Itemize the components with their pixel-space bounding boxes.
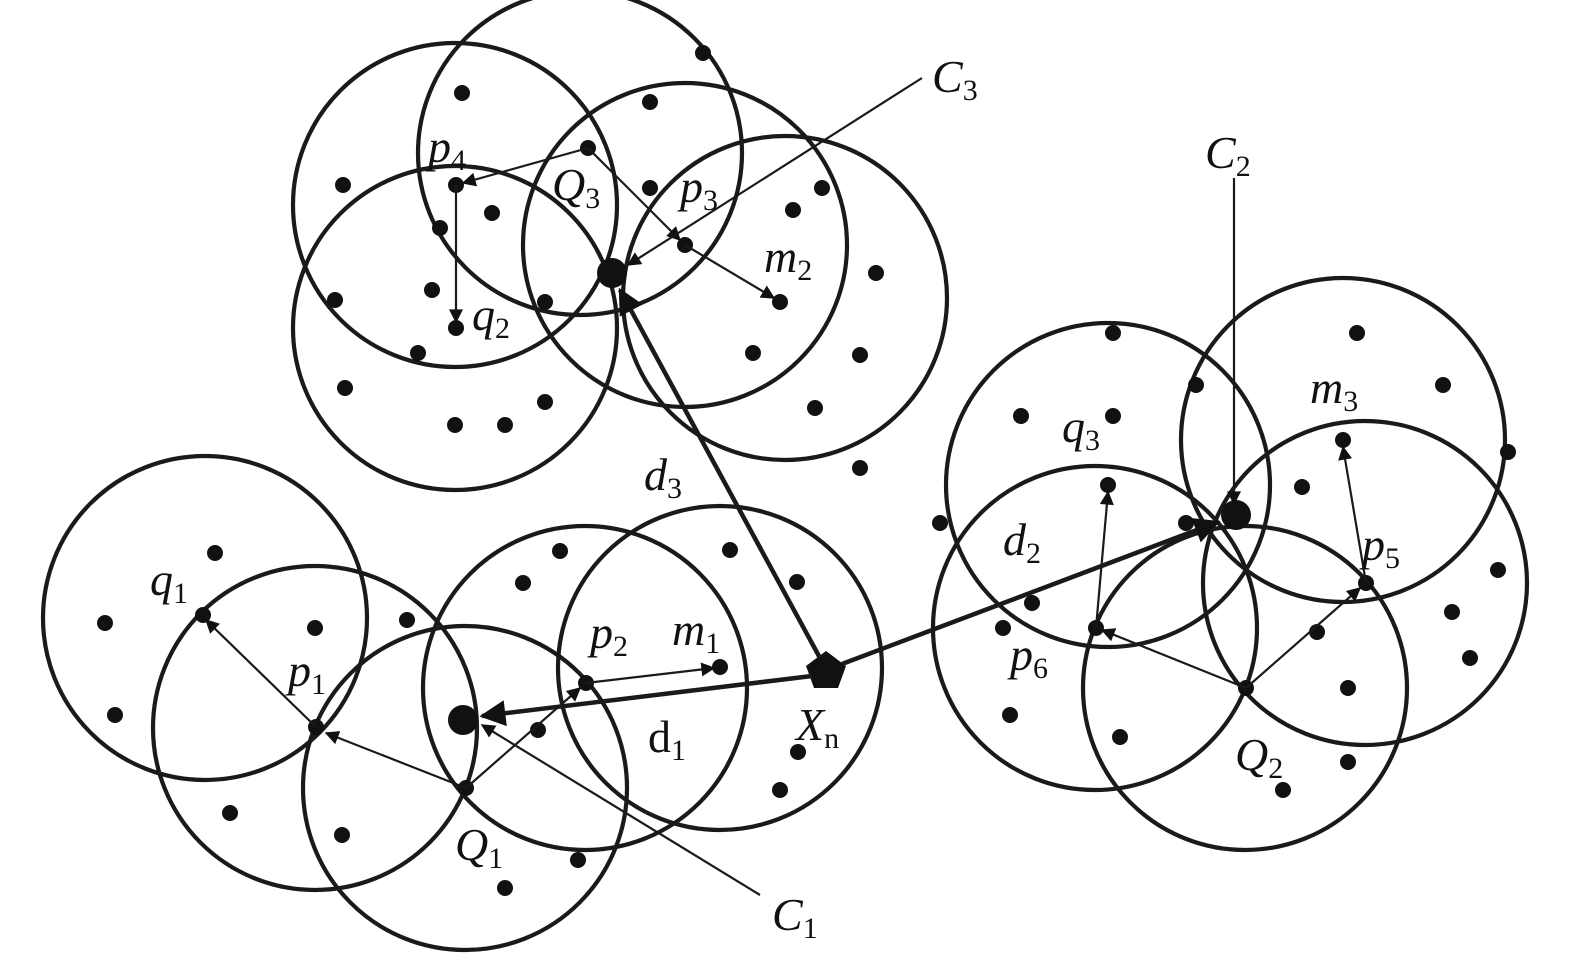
- label-p3: p3: [677, 161, 718, 217]
- neighborhood-circle: [290, 163, 620, 493]
- label-d1: d1: [648, 711, 686, 767]
- label-p2: p2: [587, 607, 628, 663]
- distance-arrow-d1: [479, 673, 813, 727]
- arrow-q2-p6: [1100, 628, 1247, 690]
- label-c2: C2: [1205, 127, 1251, 183]
- arrow-p3-m2: [684, 244, 776, 299]
- arrow-p6-q3: [1094, 490, 1114, 629]
- neighborhood-circle: [943, 320, 1273, 650]
- label-p4: p4: [425, 121, 466, 177]
- data-points: [97, 542, 806, 896]
- query-point-xn: [806, 651, 846, 688]
- neighborhood-circle: [40, 453, 370, 783]
- label-q2-center: Q2: [1235, 729, 1283, 785]
- cluster-1: [40, 453, 885, 953]
- label-c1: C1: [772, 889, 818, 945]
- c1-pointer-line: [480, 724, 761, 896]
- neighborhood-circle: [300, 623, 630, 953]
- label-d3: d3: [644, 449, 682, 505]
- label-q1: q1: [150, 554, 188, 610]
- centroid-c1: [448, 705, 478, 735]
- label-m3: m3: [1310, 362, 1358, 418]
- label-q3-center: Q3: [552, 159, 600, 215]
- neighborhood-circle: [150, 563, 480, 893]
- labels: C3 C2 C1 p4 Q3 p3 m2 q2 d3 q1 p1 p2 m1 d…: [150, 51, 1400, 945]
- arrow-p1-q1: [204, 619, 317, 728]
- c3-pointer-line: [626, 77, 923, 266]
- label-q2: q2: [472, 289, 510, 345]
- query-point-group: [479, 287, 1221, 727]
- label-d2: d2: [1003, 514, 1041, 570]
- cluster-3: [290, 0, 950, 493]
- neighborhood-circle: [555, 503, 885, 833]
- distance-arrow-d2: [841, 518, 1221, 667]
- arrow-p5-m3: [1338, 445, 1368, 584]
- label-p5: p5: [1359, 519, 1400, 575]
- arrow-p2-m1: [585, 662, 716, 685]
- arrow-q1-p1: [324, 731, 467, 790]
- label-q3: q3: [1062, 401, 1100, 457]
- neighborhood-circle: [1200, 418, 1530, 748]
- distance-arrow-d3: [618, 287, 822, 660]
- neighborhood-circle: [420, 523, 750, 853]
- label-p1: p1: [285, 645, 326, 701]
- arrow-q3-p4: [461, 146, 589, 187]
- arrow-q1-p2: [465, 687, 582, 789]
- centroid-c2: [1221, 500, 1251, 530]
- label-q1-center: Q1: [455, 819, 503, 875]
- arrow-q3-p3: [587, 147, 681, 241]
- neighborhood-circle: [415, 0, 745, 318]
- label-xn: Xn: [794, 699, 839, 755]
- cluster-2: [930, 178, 1530, 853]
- centroid-c3: [597, 258, 627, 288]
- label-p6: p6: [1007, 629, 1048, 685]
- label-m2: m2: [764, 231, 812, 287]
- label-c3: C3: [932, 51, 978, 107]
- neighborhood-circle: [290, 40, 620, 370]
- label-m1: m1: [672, 604, 720, 660]
- arrow-q2-p5: [1245, 587, 1362, 689]
